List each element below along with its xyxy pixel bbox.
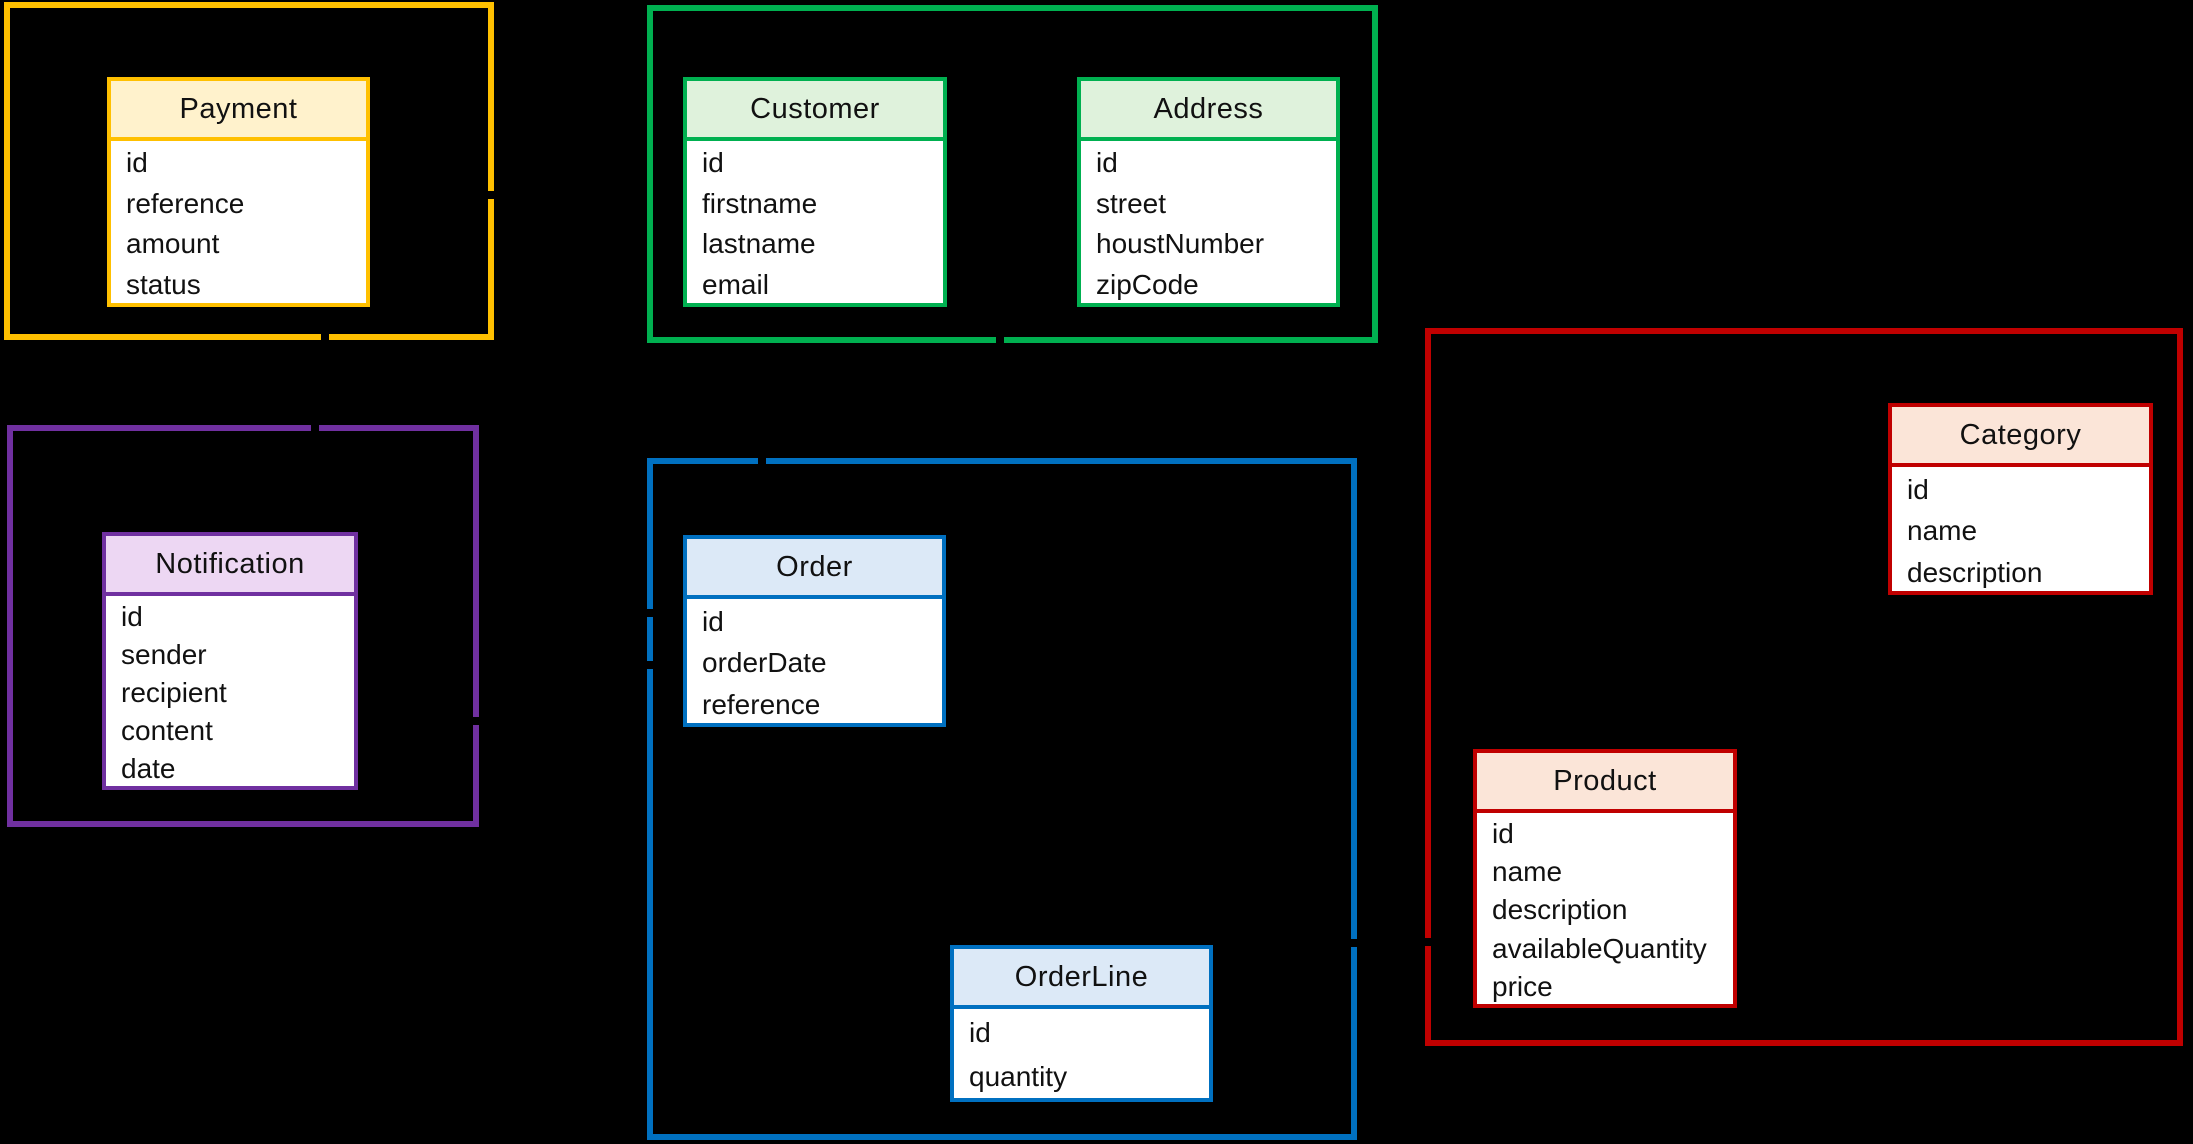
- entity-field: content: [121, 715, 213, 746]
- entity-field: id: [702, 147, 724, 178]
- entity-address: Address id street houstNumber zipCode: [1077, 77, 1340, 307]
- entity-product: Product id name description availableQua…: [1473, 749, 1737, 1008]
- entity-title: Payment: [179, 92, 298, 125]
- connector-tick: [466, 717, 492, 725]
- connector-tick: [634, 661, 660, 669]
- entity-field: description: [1907, 556, 2043, 588]
- connector-tick: [1412, 938, 1438, 946]
- connector-tick: [1344, 939, 1370, 947]
- entity-payment-fields: id reference amount status: [111, 141, 366, 305]
- entity-notification-fields: id sender recipient content date: [106, 596, 354, 788]
- entity-customer-header: Customer: [687, 81, 943, 141]
- connector-tick: [634, 609, 660, 617]
- entity-field: reference: [126, 187, 245, 219]
- entity-field: sender: [121, 639, 207, 670]
- entity-notification-header: Notification: [106, 536, 354, 596]
- entity-product-header: Product: [1477, 753, 1733, 813]
- entity-title: Address: [1153, 92, 1264, 125]
- entity-title: Category: [1959, 418, 2082, 451]
- connector-tick: [996, 328, 1004, 354]
- entity-address-fields: id street houstNumber zipCode: [1081, 141, 1336, 305]
- entity-customer-fields: id firstname lastname email: [687, 141, 943, 305]
- entity-category: Category id name description: [1888, 403, 2153, 595]
- entity-field: id: [702, 606, 724, 637]
- entity-category-fields: id name description: [1892, 467, 2149, 593]
- entity-field: email: [702, 268, 769, 300]
- entity-field: description: [1492, 894, 1628, 926]
- entity-field: zipCode: [1096, 268, 1199, 300]
- entity-field: street: [1096, 187, 1167, 219]
- connector-tick: [758, 445, 766, 471]
- entity-title: Notification: [155, 547, 305, 580]
- entity-order-header: Order: [687, 539, 942, 599]
- entity-field: date: [121, 753, 176, 784]
- entity-field: firstname: [702, 187, 818, 219]
- entity-field: availableQuantity: [1492, 932, 1707, 964]
- entity-field: status: [126, 268, 201, 300]
- entity-title: Product: [1553, 764, 1657, 797]
- entity-title: OrderLine: [1014, 960, 1149, 993]
- entity-field: name: [1907, 515, 1978, 547]
- entity-field: name: [1492, 856, 1563, 888]
- entity-field: id: [1907, 474, 1929, 505]
- entity-field: id: [969, 1017, 991, 1048]
- entity-orderline-header: OrderLine: [954, 949, 1209, 1009]
- entity-field: reference: [702, 688, 821, 720]
- connector-tick: [311, 412, 319, 438]
- entity-field: houstNumber: [1096, 228, 1265, 259]
- entity-notification: Notification id sender recipient content…: [102, 532, 358, 790]
- notification-group-box: [7, 425, 479, 827]
- customer-group-box: [647, 5, 1378, 343]
- order-group-box: [647, 458, 1357, 1140]
- entity-field: recipient: [121, 677, 227, 708]
- entity-address-header: Address: [1081, 81, 1336, 141]
- entity-payment-header: Payment: [111, 81, 366, 141]
- entity-field: id: [1096, 147, 1118, 178]
- entity-field: lastname: [702, 228, 816, 259]
- entity-title: Order: [776, 550, 853, 583]
- entity-field: quantity: [969, 1061, 1068, 1092]
- connector-tick: [479, 191, 505, 199]
- entity-field: id: [126, 147, 148, 178]
- entity-field: id: [121, 601, 143, 632]
- entity-field: id: [1492, 818, 1514, 849]
- entity-orderline-fields: id quantity: [954, 1009, 1209, 1099]
- entity-field: orderDate: [702, 647, 827, 679]
- entity-category-header: Category: [1892, 407, 2149, 467]
- entity-order-fields: id orderDate reference: [687, 599, 942, 725]
- payment-group-box: [4, 2, 494, 340]
- entity-title: Customer: [750, 92, 880, 125]
- product-group-box: [1425, 328, 2183, 1046]
- entity-field: price: [1492, 970, 1553, 1002]
- entity-product-fields: id name description availableQuantity pr…: [1477, 813, 1733, 1006]
- entity-customer: Customer id firstname lastname email: [683, 77, 947, 307]
- entity-payment: Payment id reference amount status: [107, 77, 370, 307]
- entity-order: Order id orderDate reference: [683, 535, 946, 727]
- connector-tick: [321, 325, 329, 351]
- entity-orderline: OrderLine id quantity: [950, 945, 1213, 1102]
- entity-field: amount: [126, 228, 220, 259]
